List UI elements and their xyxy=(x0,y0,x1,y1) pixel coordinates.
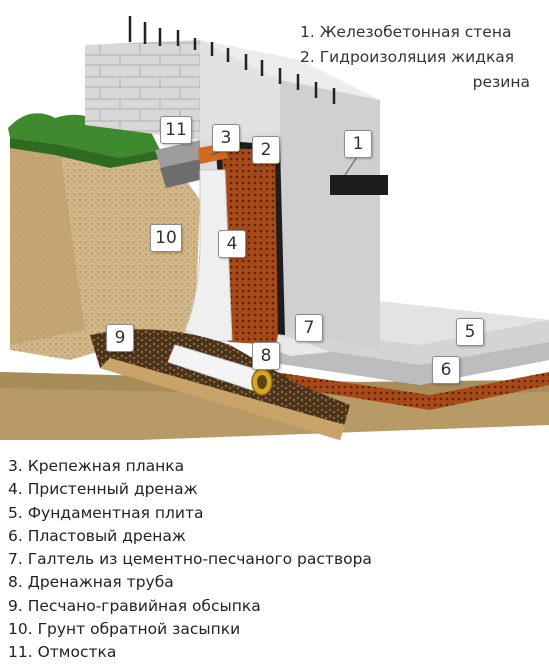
legend-item-8: 8. Дренажная труба xyxy=(8,573,174,592)
callout-3: 3 xyxy=(212,124,240,152)
callout-6: 6 xyxy=(432,356,460,384)
callout-9: 9 xyxy=(106,324,134,352)
legend-item-10: 10. Грунт обратной засыпки xyxy=(8,620,241,639)
grass-shadow xyxy=(10,138,165,168)
legend-bottom: 3. Крепежная планка 4. Пристенный дренаж… xyxy=(8,455,538,665)
legend-item-11: 11. Отмостка xyxy=(8,643,117,662)
wall-drainage-membrane xyxy=(222,148,278,345)
legend-item-9: 9. Песчано-гравийная обсыпка xyxy=(8,596,261,615)
legend-item-2: 2. Гидроизоляция жидкая xyxy=(300,48,515,66)
legend-item-2-cont: резина xyxy=(472,73,530,91)
callout-5: 5 xyxy=(456,318,484,346)
blind-area-gravel xyxy=(160,158,208,188)
legend-item-4: 4. Пристенный дренаж xyxy=(8,480,198,499)
reservoir-drainage-layer xyxy=(275,372,549,410)
waterproofing-edge xyxy=(330,175,388,195)
callout-4: 4 xyxy=(218,230,246,258)
legend-item-3: 3. Крепежная планка xyxy=(8,457,185,475)
callout-2: 2 xyxy=(252,136,280,164)
callout-8: 8 xyxy=(252,342,280,370)
rebar-stubs xyxy=(128,16,336,104)
legend-item-6: 6. Пластовый дренаж xyxy=(8,526,186,545)
drainage-pipe xyxy=(167,344,273,396)
mortar-fillet xyxy=(275,335,330,356)
backfill-soil xyxy=(10,130,200,360)
callout-1: 1 xyxy=(344,130,372,158)
membrane-film xyxy=(184,169,233,342)
callout-10: 10 xyxy=(150,224,182,252)
callout-7: 7 xyxy=(295,314,323,342)
callout-11: 11 xyxy=(160,116,192,144)
legend-top: 1. Железобетонная стена 2. Гидроизоляция… xyxy=(300,20,540,95)
bedding-edge xyxy=(100,358,345,440)
legend-item-7: 7. Галтель из цементно-песчаного раствор… xyxy=(8,550,372,569)
legend-item-1: 1. Железобетонная стена xyxy=(300,23,512,41)
legend-item-5: 5. Фундаментная плита xyxy=(8,503,204,522)
